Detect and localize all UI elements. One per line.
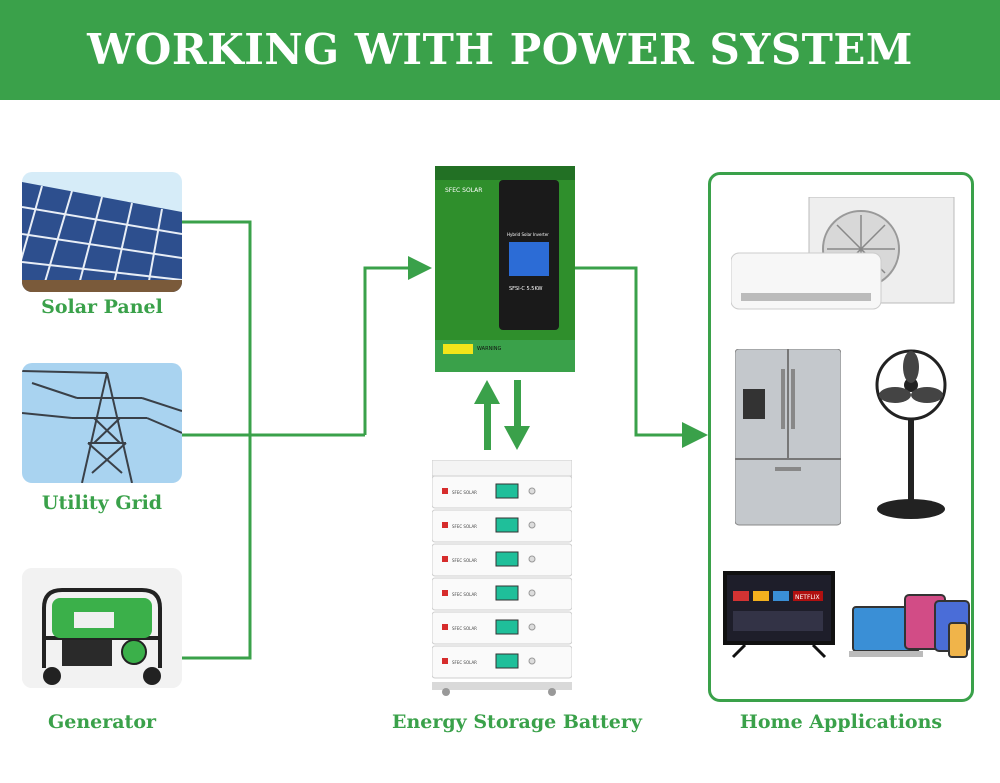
charge-arrow-head: [474, 380, 500, 404]
battery-lcd: [495, 483, 519, 499]
discharge-arrow-shaft: [514, 380, 521, 432]
home-applications-label: Home Applications: [739, 711, 943, 733]
source-bus-line: [182, 220, 252, 660]
arrow-into-home: [682, 422, 708, 448]
discharge-arrow-head: [504, 426, 530, 450]
transmission-tower-icon: [22, 363, 182, 483]
battery-brand-text: SFEC SOLAR: [452, 592, 477, 597]
battery-brand-text: SFEC SOLAR: [452, 490, 477, 495]
battery-module: SFEC SOLAR: [431, 543, 573, 577]
battery-power-button: [528, 623, 536, 631]
battery-module: SFEC SOLAR: [431, 475, 573, 509]
inverter-icon: WARNING SFEC SOLAR Hybrid Solar Inverter…: [435, 166, 575, 372]
battery-label: Energy Storage Battery: [392, 711, 642, 733]
battery-module: SFEC SOLAR: [431, 509, 573, 543]
generator-icon: [22, 568, 182, 688]
battery-power-button: [528, 487, 536, 495]
generator-label: Generator: [48, 711, 156, 733]
battery-brand-text: SFEC SOLAR: [452, 626, 477, 631]
television-icon: NETFLIX: [723, 571, 835, 659]
battery-module: SFEC SOLAR: [431, 645, 573, 679]
battery-lcd: [495, 551, 519, 567]
battery-brand-text: SFEC SOLAR: [452, 660, 477, 665]
charge-arrow-shaft: [484, 398, 491, 450]
hybrid-inverter-image: WARNING SFEC SOLAR Hybrid Solar Inverter…: [435, 166, 575, 372]
inverter-output-line: [575, 266, 690, 437]
battery-brand-text: SFEC SOLAR: [452, 558, 477, 563]
utility-grid-image: [22, 363, 182, 483]
header-banner: [0, 0, 1000, 100]
page-title: WORKING WITH POWER SYSTEM: [87, 25, 913, 74]
inverter-warning-text: WARNING: [477, 346, 502, 352]
battery-lcd: [495, 517, 519, 533]
battery-power-button: [528, 657, 536, 665]
air-conditioner-icon: [731, 197, 955, 310]
battery-stack-icon: SFEC SOLAR SFEC SOLAR SFEC SOLAR SFEC SOLAR…: [431, 459, 573, 696]
battery-lcd: [495, 585, 519, 601]
inverter-input-line: [363, 266, 420, 435]
inverter-model-text: SFSI-C 5.5KW: [509, 286, 543, 292]
battery-module: SFEC SOLAR: [431, 611, 573, 645]
tv-badge-text: NETFLIX: [795, 594, 820, 601]
battery-wheel: [442, 688, 450, 696]
battery-power-button: [528, 589, 536, 597]
battery-base: [432, 682, 572, 690]
battery-power-button: [528, 555, 536, 563]
refrigerator-icon: [735, 349, 841, 526]
generator-image: [22, 568, 182, 688]
inverter-lcd-caption: Hybrid Solar Inverter: [507, 232, 549, 237]
battery-module: SFEC SOLAR: [431, 577, 573, 611]
battery-stack-image: SFEC SOLAR SFEC SOLAR SFEC SOLAR SFEC SOLAR…: [431, 459, 573, 696]
battery-brand-text: SFEC SOLAR: [452, 524, 477, 529]
solar-panel-icon: [22, 172, 182, 292]
battery-lcd: [495, 619, 519, 635]
battery-wheel: [548, 688, 556, 696]
devices-icon: [849, 594, 970, 658]
battery-lcd: [495, 653, 519, 669]
battery-power-button: [528, 521, 536, 529]
home-applications-panel: NETFLIX: [708, 172, 974, 702]
solar-panel-label: Solar Panel: [41, 296, 163, 318]
utility-grid-label: Utility Grid: [41, 492, 163, 514]
arrow-into-inverter: [408, 256, 432, 280]
standing-fan-icon: [875, 349, 947, 519]
inverter-brand-text: SFEC SOLAR: [445, 187, 482, 194]
solar-panel-image: [22, 172, 182, 292]
